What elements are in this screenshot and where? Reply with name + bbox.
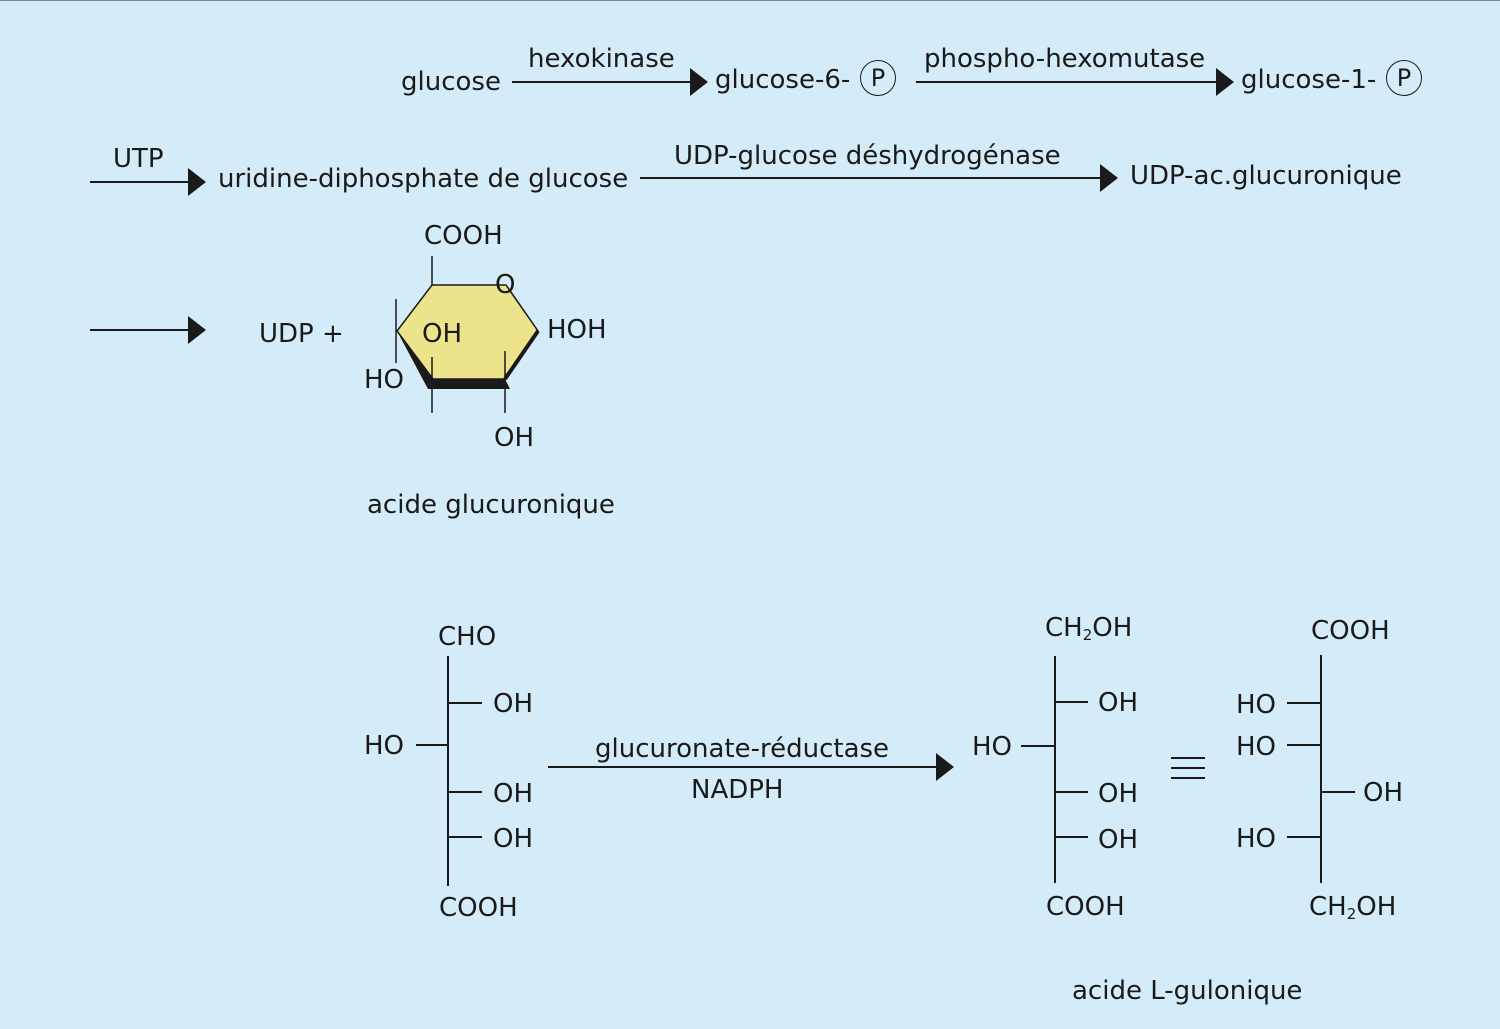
arrow-utp (90, 168, 206, 196)
arrow-phospho-hexomutase (916, 68, 1234, 96)
substrate-glucose: glucose (401, 67, 501, 97)
phosphate-circle-1: P (860, 60, 896, 96)
arrow-glucuronate-reductase (548, 753, 954, 781)
enzyme-glucuronate-reductase: glucuronate-réductase (595, 734, 890, 764)
phosphate-circle-2: P (1386, 60, 1422, 96)
cofactor-utp: UTP (113, 144, 164, 174)
fischer-right-bonds (1287, 655, 1355, 883)
enzyme-hexokinase: hexokinase (528, 44, 675, 74)
fischer-right-ho-4: HO (1236, 824, 1277, 854)
arrow-hexokinase (512, 68, 708, 96)
ring-hoh-label: HOH (547, 315, 607, 345)
fischer-right-bottom: CH2OH (1309, 892, 1397, 923)
fischer-right-ho-2: HO (1236, 732, 1277, 762)
fischer-middle-bonds (1021, 656, 1088, 883)
fischer-middle-oh-1: OH (1098, 688, 1139, 718)
fischer-left-oh-1: OH (493, 689, 534, 719)
intermediate-udp-glucose: uridine-diphosphate de glucose (218, 164, 629, 194)
fischer-middle-oh-4: OH (1098, 825, 1139, 855)
fischer-left-bottom: COOH (439, 893, 518, 923)
enzyme-udp-glucose-dehydrogenase: UDP-glucose déshydrogénase (674, 141, 1061, 171)
ring-oh-center-label: OH (422, 319, 463, 349)
arrow-to-udp (90, 316, 206, 344)
fischer-left-bonds (416, 656, 482, 886)
fischer-left-top: CHO (438, 622, 497, 652)
product-glucose-6: glucose-6- (715, 65, 851, 95)
fischer-right-ho-1: HO (1236, 690, 1277, 720)
ring-oxygen-label: O (495, 270, 516, 300)
ring-ho-label: HO (364, 365, 405, 395)
caption-glucuronic-acid: acide glucuronique (367, 490, 615, 520)
ring-carboxyl-label: COOH (424, 221, 503, 251)
fischer-left-ho-2: HO (364, 731, 405, 761)
fischer-middle-top: CH2OH (1045, 613, 1133, 644)
fischer-middle-oh-3: OH (1098, 779, 1139, 809)
fischer-left-oh-4: OH (493, 824, 534, 854)
fischer-left-oh-3: OH (493, 779, 534, 809)
arrow-udp-glucose-dehydrogenase (640, 164, 1118, 192)
product-glucose-1: glucose-1- (1241, 65, 1377, 95)
equivalence-symbol (1171, 757, 1205, 779)
fischer-right-top: COOH (1311, 616, 1390, 646)
ring-oh-bottom-label: OH (494, 423, 535, 453)
glucuronic-acid-ring (395, 256, 540, 413)
cofactor-nadph: NADPH (691, 775, 784, 805)
fischer-middle-ho-2: HO (972, 732, 1013, 762)
fischer-right-oh-3: OH (1363, 778, 1404, 808)
fischer-middle-bottom: COOH (1046, 892, 1125, 922)
enzyme-phospho-hexomutase: phospho-hexomutase (924, 44, 1206, 74)
udp-plus-label: UDP + (259, 319, 344, 349)
product-udp-glucuronic-acid: UDP-ac.glucuronique (1130, 161, 1402, 191)
caption-l-gulonic-acid: acide L-gulonique (1072, 976, 1303, 1006)
